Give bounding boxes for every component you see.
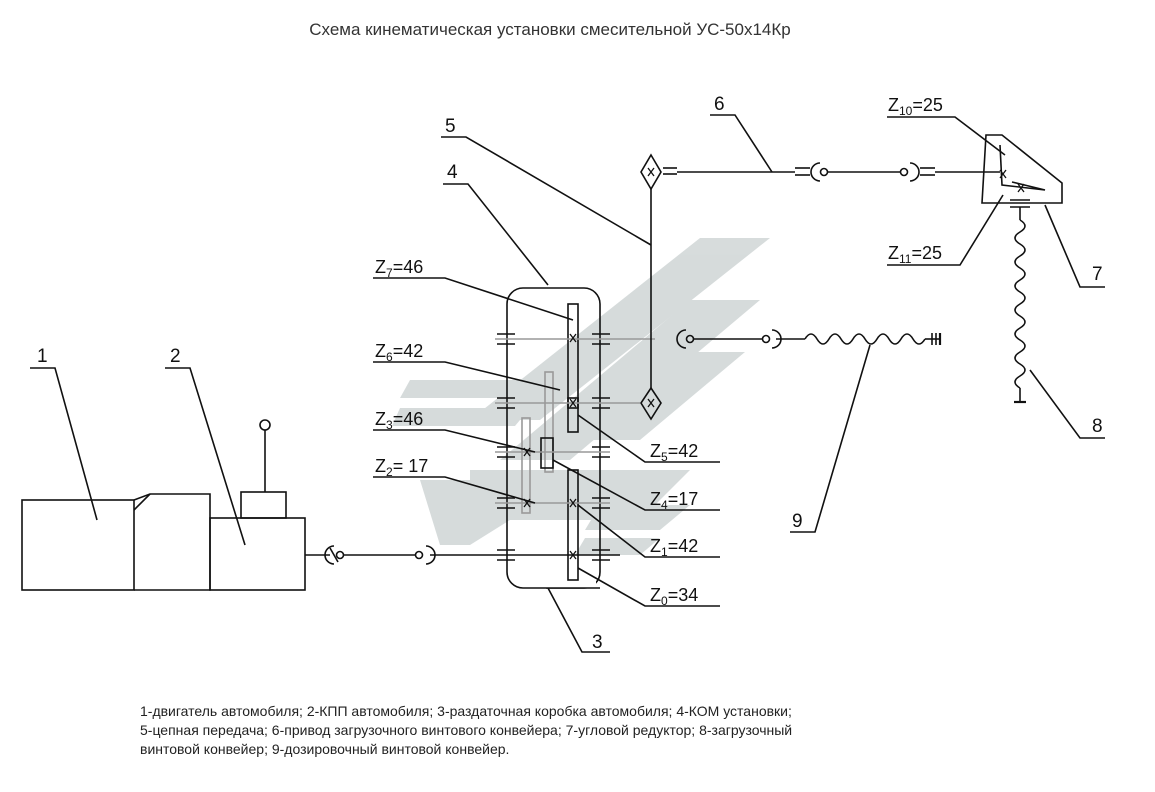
- callout-2: 2: [170, 346, 181, 367]
- gear-label-z2: Z2= 17: [375, 456, 428, 479]
- callout-8: 8: [1092, 416, 1103, 437]
- legend-line-2: 5-цепная передача; 6-привод загрузочного…: [140, 722, 793, 738]
- gear-label-z6: Z6=42: [375, 341, 423, 364]
- callout-3: 3: [592, 632, 603, 653]
- diagram-title: Схема кинематическая установки смеситель…: [309, 20, 791, 39]
- gear-label-z5: Z5=42: [650, 441, 698, 464]
- gear-label-z7: Z7=46: [375, 257, 423, 280]
- callout-4: 4: [447, 162, 458, 183]
- gear-label-z1: Z1=42: [650, 536, 698, 559]
- callout-6: 6: [714, 94, 725, 115]
- driveshaft-main: [305, 545, 620, 565]
- gear-label-z10: Z10=25: [888, 95, 943, 118]
- gear-label-z3: Z3=46: [375, 409, 423, 432]
- gear-label-z11: Z11=25: [888, 243, 942, 266]
- callout-9: 9: [792, 511, 803, 532]
- dosing-conveyor: [676, 329, 942, 349]
- loading-drive-shaft: [663, 162, 1000, 182]
- gearbox-block: [209, 419, 306, 591]
- kinematic-scheme: 1 2 3 4 5 6 7 8 9 Z7=46 Z6=42 Z3=46 Z2= …: [21, 94, 1105, 653]
- legend: 1-двигатель автомобиля; 2-КПП автомобиля…: [140, 702, 960, 759]
- legend-line-3: винтовой конвейер; 9-дозировочный винтов…: [140, 741, 510, 757]
- gear-label-z0: Z0=34: [650, 585, 698, 608]
- callout-1: 1: [37, 346, 48, 367]
- loading-conveyor: [1014, 207, 1026, 404]
- callout-5: 5: [445, 116, 456, 137]
- gear-label-z4: Z4=17: [650, 489, 698, 512]
- chain-drive: [640, 153, 662, 421]
- transfer-case: [495, 287, 655, 589]
- legend-line-1: 1-двигатель автомобиля; 2-КПП автомобиля…: [140, 703, 792, 719]
- callout-7: 7: [1092, 264, 1103, 285]
- engine-block: [21, 493, 211, 591]
- leader-lines: [30, 114, 1105, 653]
